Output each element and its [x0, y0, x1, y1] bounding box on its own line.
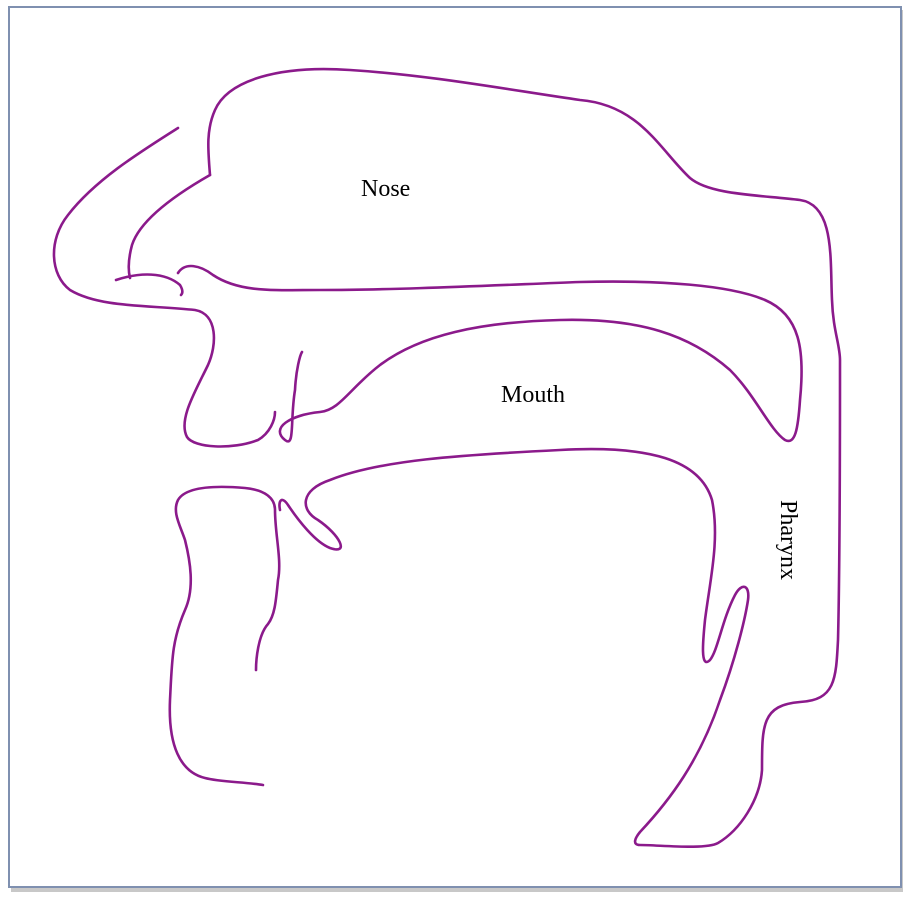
nose-label: Nose [361, 176, 410, 202]
nostril-curve [129, 175, 210, 278]
nasal-cavity-line [208, 69, 840, 847]
lower-lip-line [170, 487, 279, 785]
mouth-label: Mouth [501, 382, 565, 408]
pharynx-label: Pharynx [775, 500, 801, 580]
nostril-base [116, 275, 182, 295]
palate-line [178, 266, 802, 441]
